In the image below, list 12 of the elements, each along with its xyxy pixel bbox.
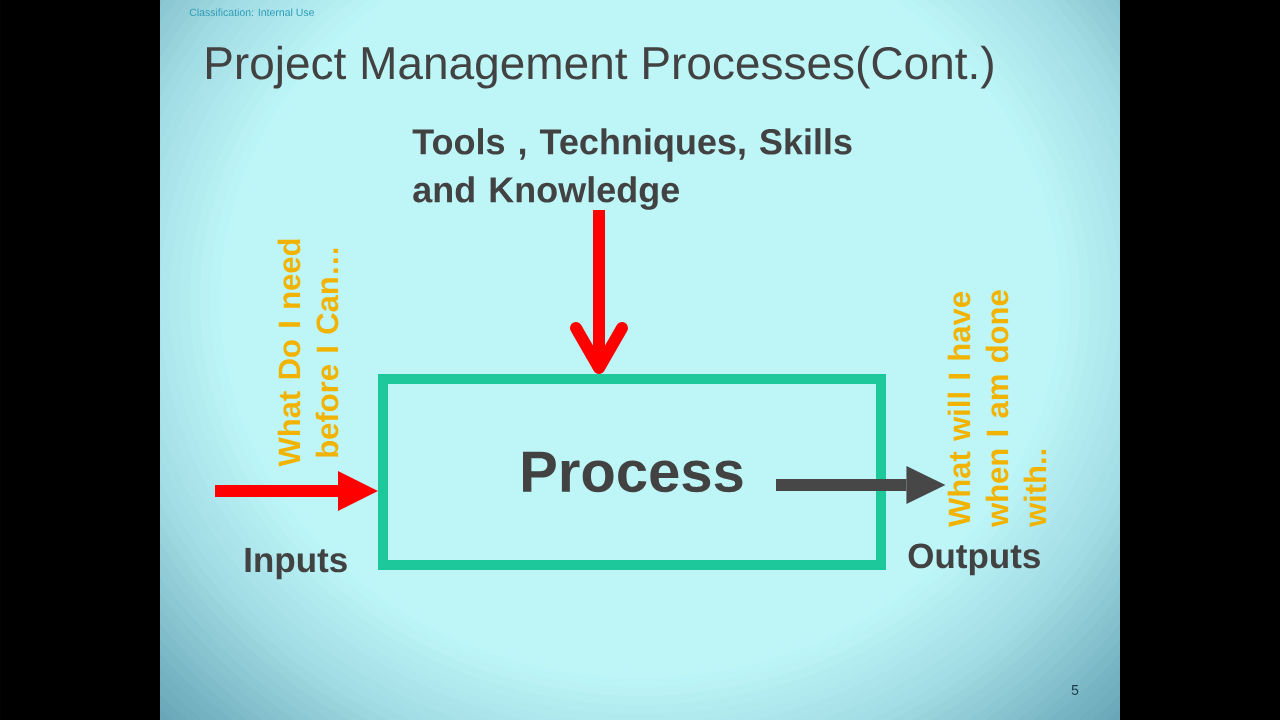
text-label: Tools , Techniques, Skills and Knowledge — [412, 128, 852, 210]
arrow — [570, 210, 628, 374]
vertical-text-label: What Do I need before I Can… — [277, 239, 339, 467]
vertical-text-label: What will I have when I am done with.. — [947, 290, 1047, 528]
inputs-label: Inputs — [245, 547, 347, 580]
page-number: 5 — [1071, 685, 1079, 695]
arrow — [776, 466, 946, 504]
classification-label: Classification: Internal Use — [189, 8, 314, 17]
slide-title: Project Management Processes(Cont.) — [207, 45, 993, 89]
arrow — [215, 471, 378, 511]
outputs-label: Outputs — [908, 543, 1040, 576]
process-box: Process — [378, 374, 886, 570]
